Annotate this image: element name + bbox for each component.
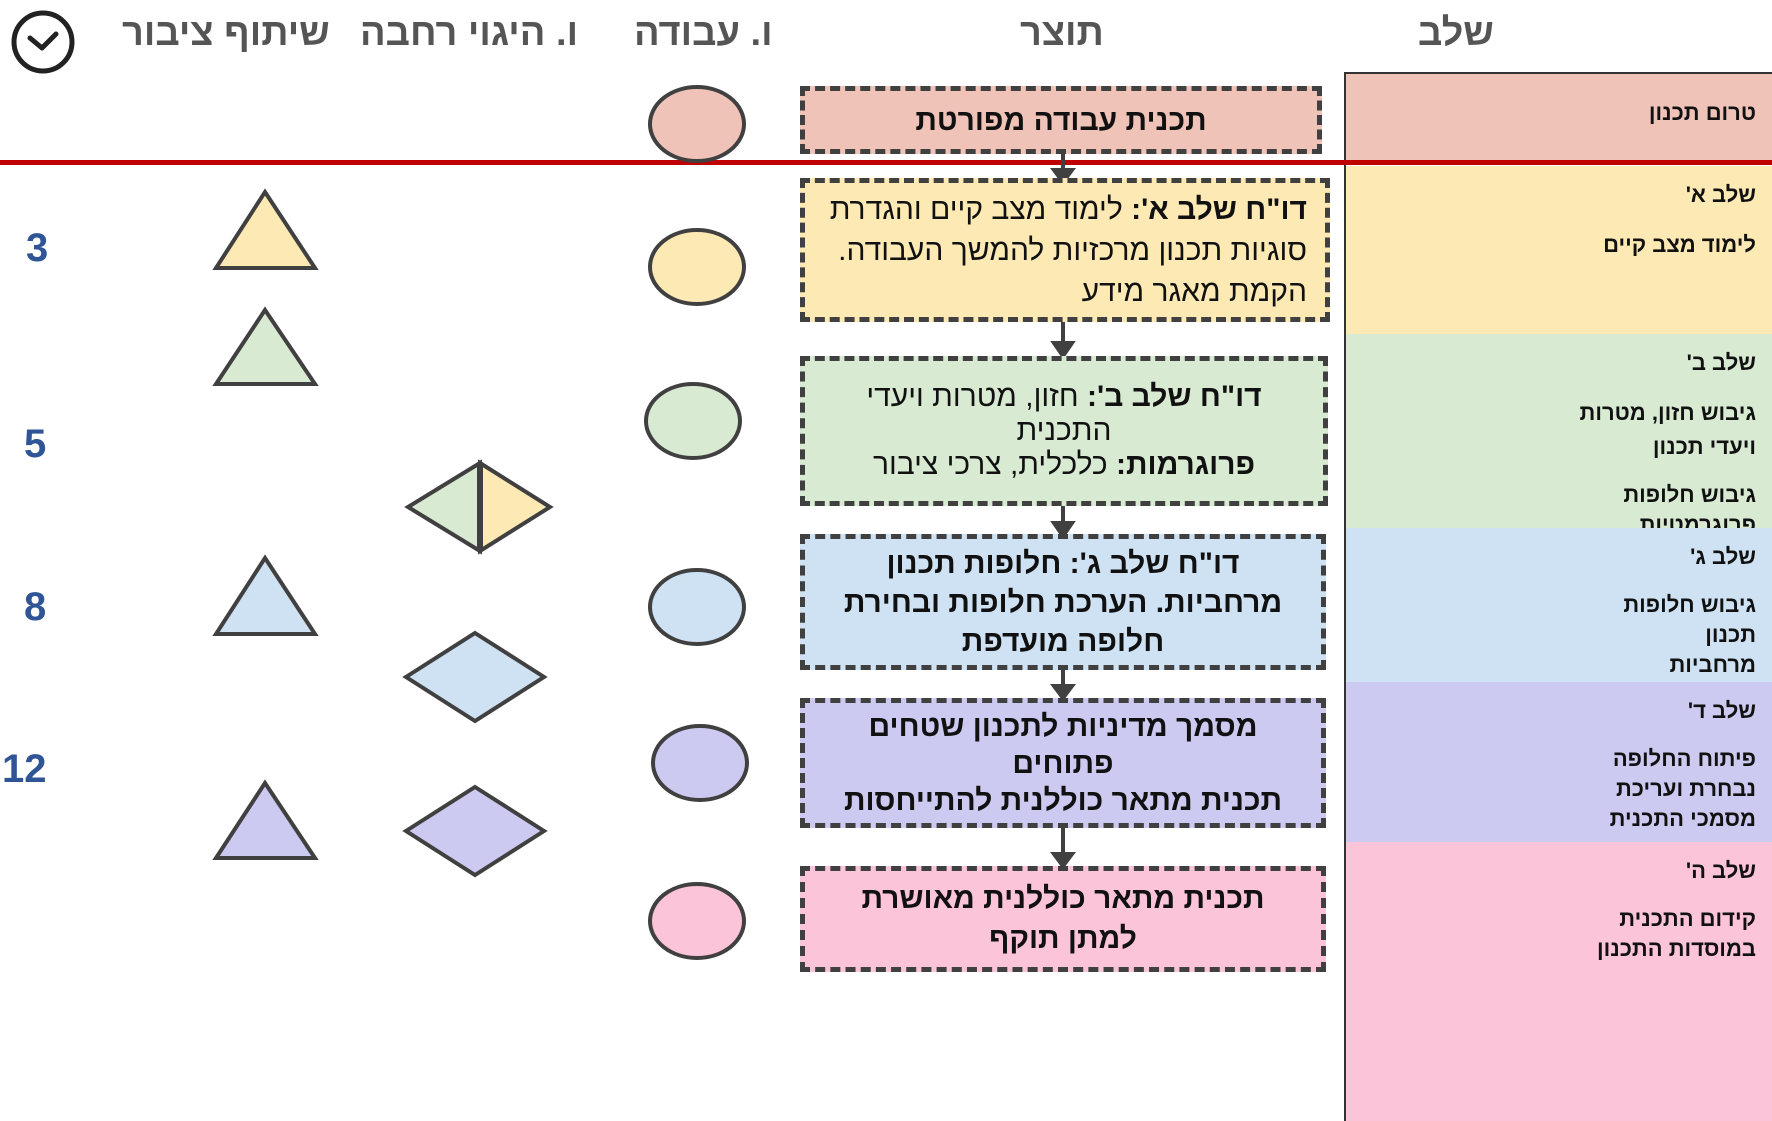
- product-title: תכנית עבודה מפורטת: [915, 103, 1207, 137]
- product-text: דו"ח שלב א': לימוד מצב קיים והגדרת סוגיו…: [823, 189, 1307, 312]
- flow-arrows: [1050, 152, 1076, 870]
- product-description: לימוד מצב קיים והגדרת סוגיות תכנון מרכזי…: [829, 192, 1307, 308]
- stage-a: שלב א' לימוד מצב קיים: [1346, 166, 1772, 334]
- stage-description: גיבוש חלופות פרוגרמטיות: [1623, 482, 1756, 537]
- stage-b: שלב ב' גיבוש חזון, מטרות ויעדי תכנון גיב…: [1346, 334, 1772, 537]
- timeline-month-8: 8: [24, 585, 47, 629]
- meeting-ellipse-pre-planning: [648, 85, 746, 163]
- stage-e: שלב ה' קידום התכנית במוסדות התכנון: [1346, 842, 1772, 1121]
- stage-title: שלב ה': [1685, 858, 1756, 883]
- meeting-ellipse-stage-c: [648, 568, 746, 646]
- triangle-stage-a: [212, 188, 319, 270]
- product-box-stage-a-report: דו"ח שלב א': לימוד מצב קיים והגדרת סוגיו…: [800, 178, 1330, 322]
- stage-title: שלב ד': [1687, 698, 1756, 723]
- product-box-stage-e-report: תכנית מתאר כוללנית מאושרת למתן תוקף: [800, 866, 1326, 972]
- stage-c: שלב ג' גיבוש חלופות תכנון מרחביות והערכת…: [1346, 528, 1772, 707]
- triangle-stage-d: [212, 779, 319, 860]
- product-description: חזון, מטרות ויעדי התכנית: [866, 380, 1112, 447]
- triangle-stage-c: [212, 554, 319, 636]
- product-title-2: פרוגרמות:: [1116, 448, 1256, 481]
- product-title: דו"ח שלב ג': חלופות תכנון מרחביות. הערכת…: [843, 546, 1283, 658]
- stage-title: טרום תכנון: [1648, 100, 1756, 125]
- clock-icon: [11, 10, 75, 74]
- arrow-head: [1050, 341, 1076, 360]
- arrow-head: [1050, 684, 1076, 702]
- product-title: דו"ח שלב א':: [1131, 192, 1307, 226]
- stage-d: שלב ד' פיתוח החלופה נבחרת ועריכת מסמכי ה…: [1346, 682, 1772, 842]
- arrow-head: [1050, 852, 1076, 870]
- product-text-2: פרוגרמות: כלכלית, צרכי ציבור: [855, 448, 1273, 482]
- arrow-head: [1050, 521, 1076, 540]
- stage-description: לימוד מצב קיים: [1603, 232, 1756, 257]
- product-description-2: כלכלית, צרכי ציבור: [872, 448, 1117, 481]
- stage-column-border: [1344, 72, 1346, 1121]
- stage-pre-planning: טרום תכנון: [1346, 74, 1772, 162]
- timeline-month-5: 5: [24, 422, 47, 466]
- triangle-stage-b: [212, 306, 319, 386]
- product-title: מסמך מדיניות לתכנון שטחים פתוחים: [868, 709, 1258, 780]
- header-work-committee: ו. עבודה: [634, 12, 773, 54]
- diamond-stage-c: [402, 630, 548, 724]
- product-box-stage-d-report: מסמך מדיניות לתכנון שטחים פתוחים תכנית מ…: [800, 698, 1326, 828]
- stage-description: קידום התכנית במוסדות התכנון: [1597, 906, 1756, 961]
- meeting-ellipse-stage-e: [648, 882, 746, 960]
- stage-title: שלב ב': [1686, 350, 1756, 375]
- stage-title: שלב ג': [1690, 544, 1756, 569]
- stage-title: שלב א': [1685, 182, 1756, 207]
- timeline-month-12: 12: [2, 747, 47, 791]
- product-text: דו"ח שלב ב': חזון, מטרות ויעדי התכנית: [855, 380, 1273, 448]
- stage-divider-line: [0, 160, 1772, 165]
- timeline-clock-icon: [8, 8, 78, 74]
- header-steering-committee: ו. היגוי רחבה: [360, 12, 579, 54]
- product-box-stage-c-report: דו"ח שלב ג': חלופות תכנון מרחביות. הערכת…: [800, 534, 1326, 670]
- product-title: דו"ח שלב ב':: [1086, 380, 1262, 413]
- meeting-ellipse-stage-b: [644, 382, 742, 460]
- product-title-2: תכנית מתאר כוללנית להתייחסות: [843, 783, 1283, 817]
- diamond-stage-d: [402, 784, 548, 878]
- header-public-participation: שיתוף ציבור: [122, 12, 330, 54]
- stage-column-top-border: [1344, 72, 1772, 74]
- meeting-ellipse-stage-a: [648, 228, 746, 306]
- stage-description: פיתוח החלופה נבחרת ועריכת מסמכי התכנית: [1609, 746, 1756, 831]
- meeting-ellipse-stage-d: [651, 724, 749, 802]
- timeline-month-3: 3: [26, 226, 49, 270]
- diamond-stage-b-split: [404, 459, 554, 555]
- arrow-head: [1050, 168, 1076, 186]
- product-title: תכנית מתאר כוללנית מאושרת למתן תוקף: [861, 882, 1265, 955]
- stage-description: גיבוש חזון, מטרות ויעדי תכנון: [1579, 400, 1756, 459]
- product-box-stage-b-report: דו"ח שלב ב': חזון, מטרות ויעדי התכנית פר…: [800, 356, 1328, 506]
- header-product: תוצר: [1020, 12, 1104, 54]
- product-box-work-plan: תכנית עבודה מפורטת: [800, 86, 1322, 154]
- header-stage: שלב: [1418, 12, 1494, 54]
